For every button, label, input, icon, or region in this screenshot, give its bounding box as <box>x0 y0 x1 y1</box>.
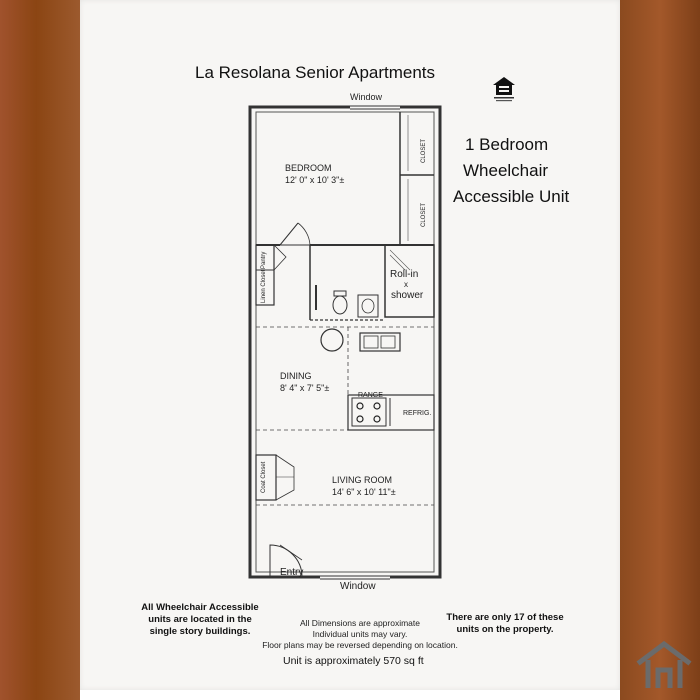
entry-label: Entry <box>280 567 304 578</box>
note-mid-line-3: Floor plans may be reversed depending on… <box>262 640 458 650</box>
note-right: There are only 17 of these units on the … <box>435 612 575 636</box>
refrig-label: REFRIG. <box>403 410 432 417</box>
note-right-line-1: There are only 17 of these <box>446 612 564 623</box>
note-left-line-2: units are located in the <box>148 614 252 625</box>
living-room-name: LIVING ROOM <box>332 475 393 485</box>
note-mid-line-2: Individual units may vary. <box>312 629 408 639</box>
note-right-line-2: units on the property. <box>456 624 554 635</box>
coat-closet-label: Coat Closet <box>261 461 267 493</box>
living-room-dims: 14' 6" x 10' 11"± <box>332 487 396 497</box>
dining-dims: 8' 4" x 7' 5"± <box>280 383 330 393</box>
note-mid-line-1: All Dimensions are approximate <box>300 618 420 628</box>
floor-plan: Window BEDROOM 12' 0" x 10' 3"± CLOSET C… <box>240 92 450 595</box>
unit-area: Unit is approximately 570 sq ft <box>283 655 424 667</box>
note-left: All Wheelchair Accessible units are loca… <box>140 602 260 638</box>
closet-label-1: CLOSET <box>421 138 427 163</box>
bedroom-dims: 12' 0" x 10' 3"± <box>285 175 345 185</box>
note-left-line-1: All Wheelchair Accessible <box>141 602 259 613</box>
window-top-label: Window <box>350 92 383 102</box>
unit-type-line-2: Wheelchair <box>463 161 549 180</box>
range-label: RANGE <box>358 392 383 399</box>
note-left-line-3: single story buildings. <box>149 626 251 637</box>
floor-plan-drawing <box>248 105 442 580</box>
shower-x: x <box>404 280 408 289</box>
equal-housing-logo <box>493 77 515 102</box>
closet-label-2: CLOSET <box>421 202 427 227</box>
dining-name: DINING <box>280 371 312 381</box>
shower-label-2: shower <box>391 290 424 301</box>
wood-background-right <box>620 0 700 700</box>
linen-closet-label: Linen Closet <box>261 269 267 303</box>
pantry-label: Pantry <box>261 251 267 269</box>
house-outline-logo <box>636 640 692 688</box>
window-bottom-label: Window <box>340 581 376 592</box>
bedroom-name: BEDROOM <box>285 163 332 173</box>
shower-label-1: Roll-in <box>390 269 419 280</box>
unit-type-line-3: Accessible Unit <box>453 187 570 206</box>
wood-background-left <box>0 0 80 700</box>
unit-type-line-1: 1 Bedroom <box>465 135 549 154</box>
page-title: La Resolana Senior Apartments <box>195 63 436 82</box>
paper-sheet <box>80 0 620 690</box>
note-middle: All Dimensions are approximate Individua… <box>260 618 460 651</box>
